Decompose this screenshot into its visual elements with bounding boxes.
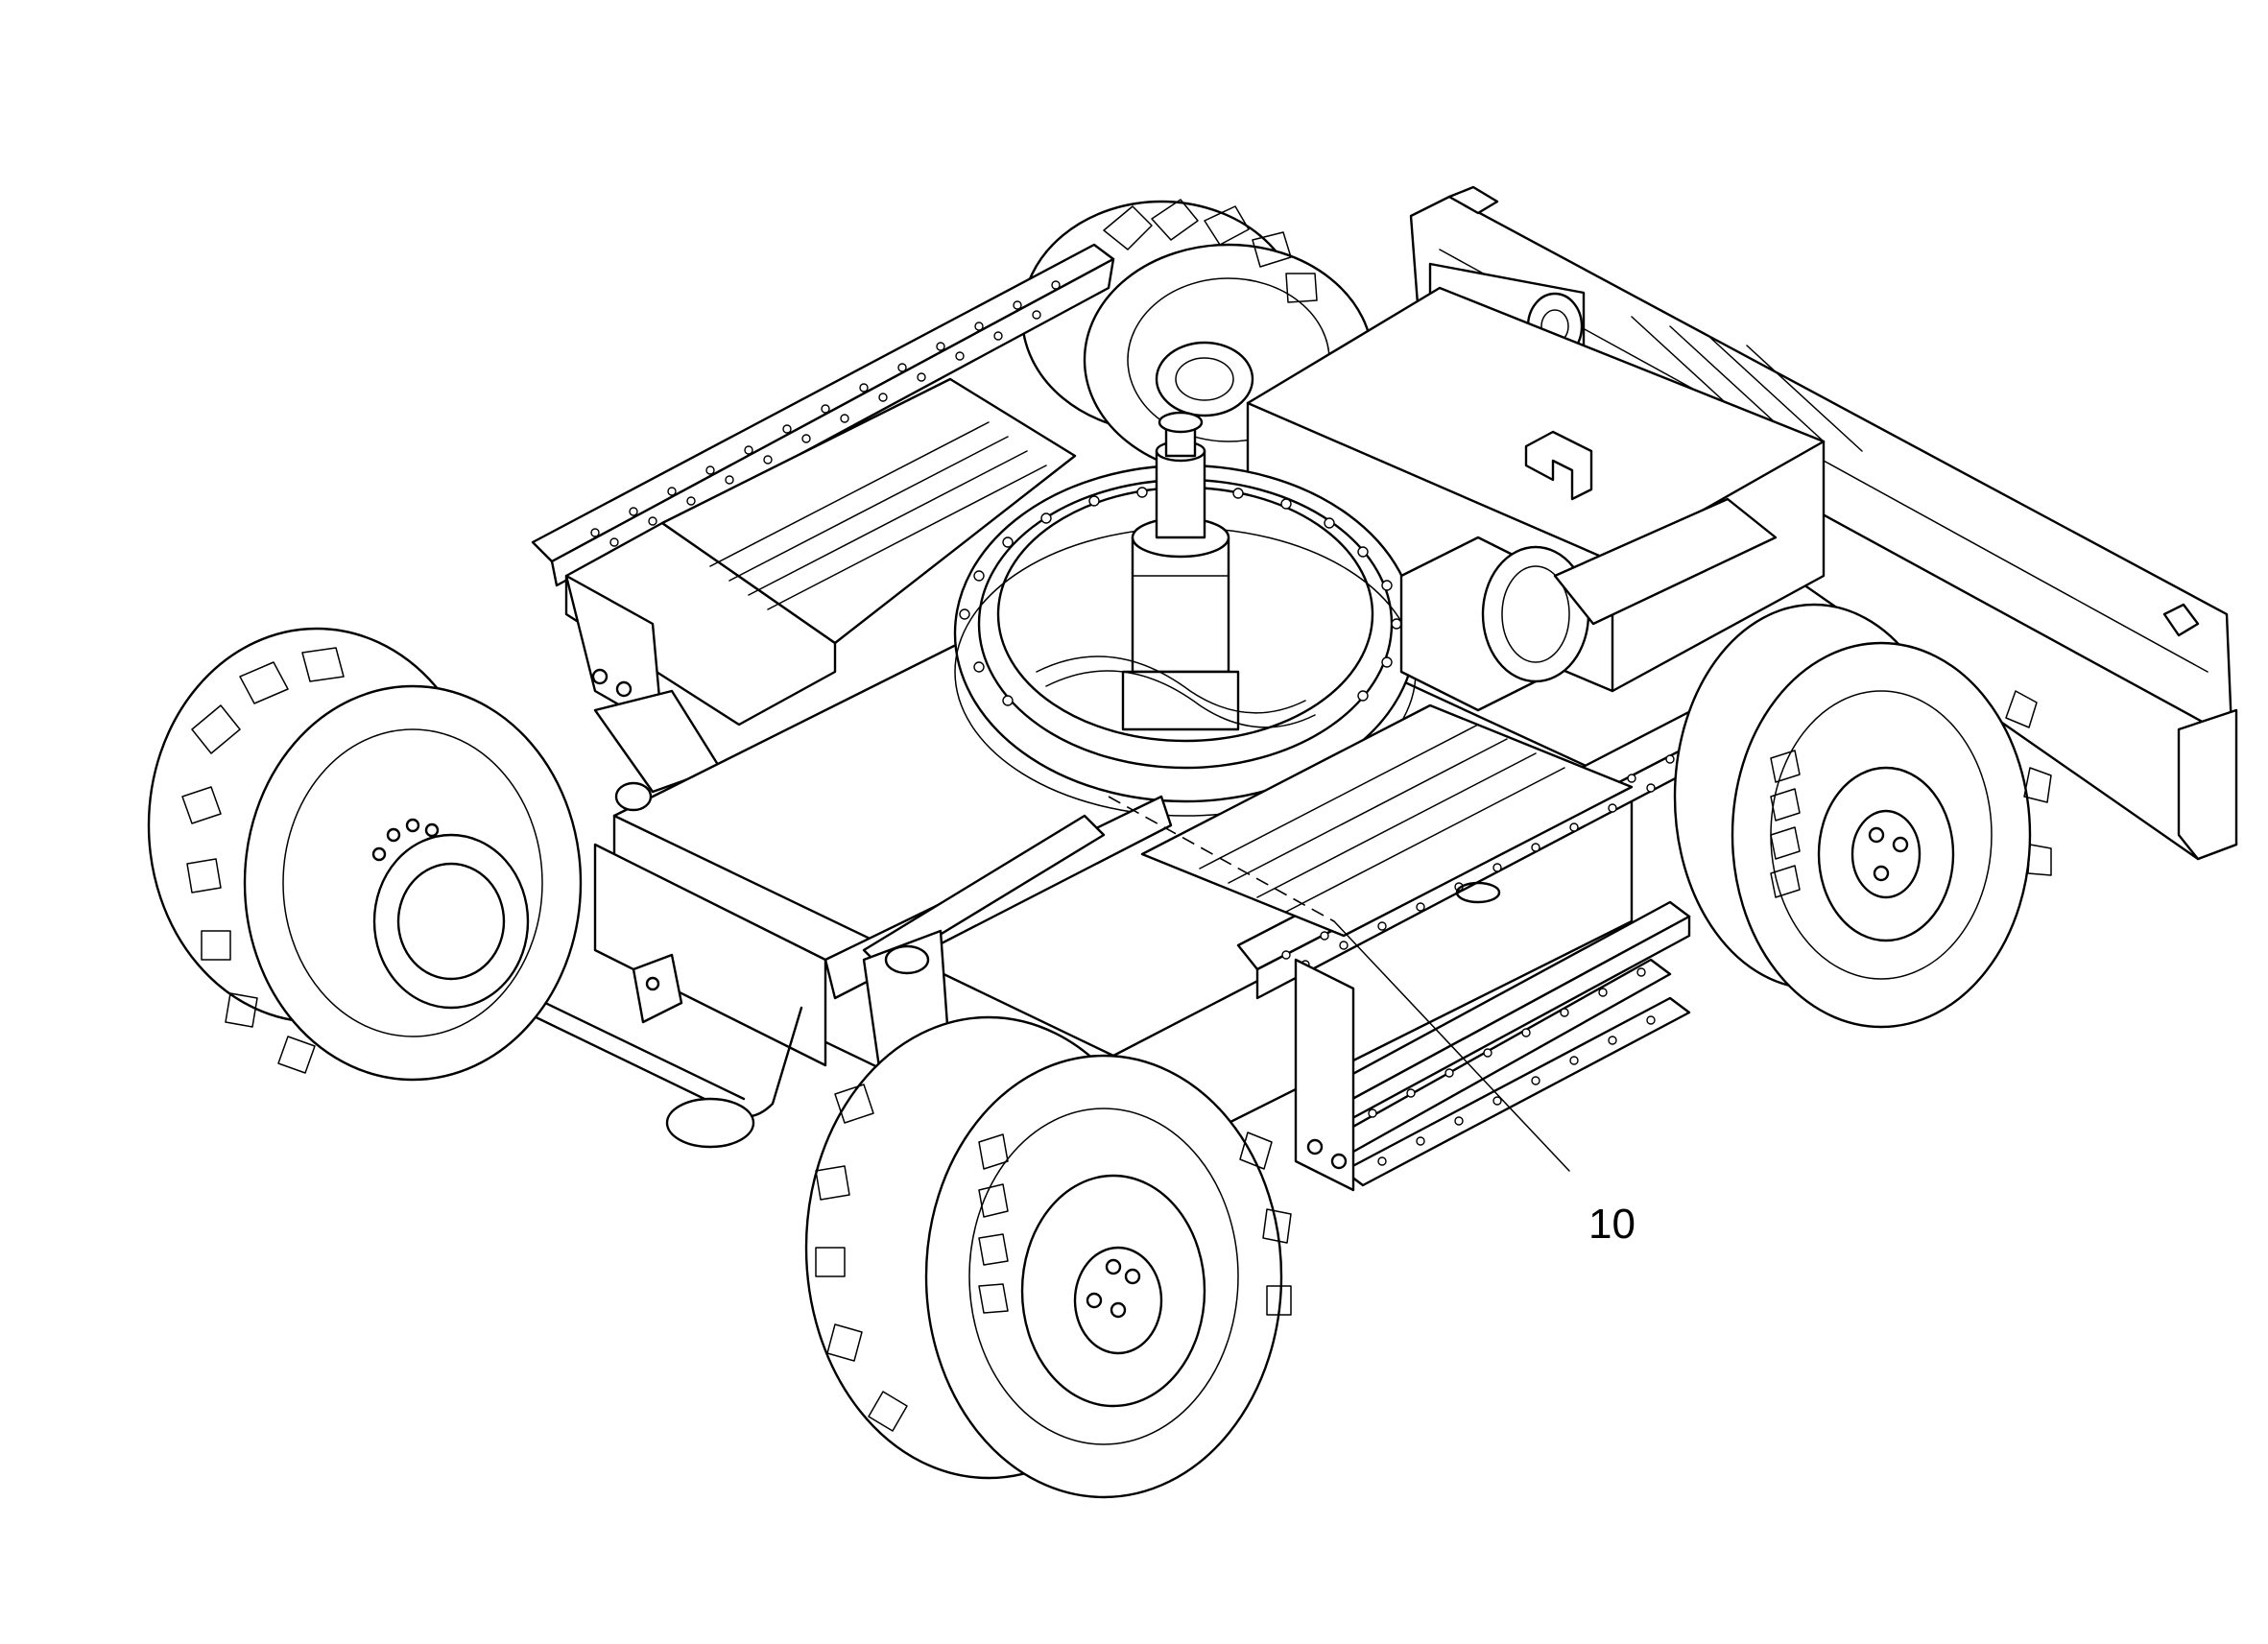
- perforated-step-pattern: [590, 280, 1061, 547]
- logo-icon: [1524, 430, 1593, 501]
- center-swivel-joint: [1121, 411, 1240, 731]
- callout-10: 10: [1108, 796, 1635, 1248]
- callout-label-10: 10: [1588, 1201, 1635, 1248]
- rear-axle: [1399, 497, 1778, 712]
- left-frame-step-rail: [531, 243, 1115, 794]
- front-axle-and-steering: [418, 781, 1173, 1149]
- right-frame-step-rail: [1140, 660, 1816, 1192]
- front-right-dual-wheels: [804, 1015, 1292, 1499]
- front-left-dual-wheels: [147, 627, 583, 1082]
- hub-bolts: [371, 818, 440, 862]
- rear-right-dual-wheels: [1673, 603, 2052, 1029]
